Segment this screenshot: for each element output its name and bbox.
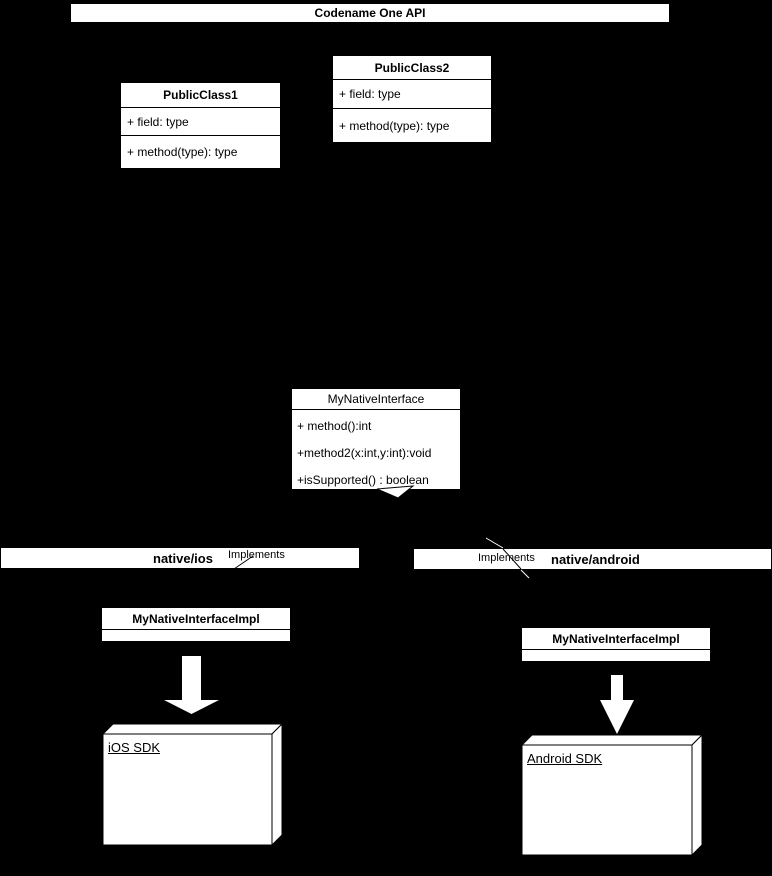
implements-label: Implements <box>478 552 535 564</box>
ios-sdk-label: iOS SDK <box>108 740 161 755</box>
class-title: MyNativeInterfaceImpl <box>522 628 710 650</box>
class-member: +isSupported() : boolean <box>297 473 429 487</box>
android-sdk-label: Android SDK <box>527 751 603 766</box>
empty-compartment <box>522 650 710 661</box>
down-arrow-icon-ios <box>164 656 219 714</box>
class-box-mynativeinterfaceimpl-android: MyNativeInterfaceImpl <box>521 627 711 662</box>
class-title: MyNativeInterfaceImpl <box>102 608 290 630</box>
class-title: PublicClass2 <box>333 56 491 80</box>
class-box-mynativeinterfaceimpl-ios: MyNativeInterfaceImpl <box>101 607 291 642</box>
package-bar-native-ios: native/ios Implements <box>0 547 360 569</box>
class-member: + method():int <box>297 419 372 433</box>
header-title: Codename One API <box>314 6 426 20</box>
class-box-publicclass2: PublicClass2 + field: type + method(type… <box>332 55 492 143</box>
codename-one-api-header: Codename One API <box>70 3 670 23</box>
implements-connector-android-upper <box>485 537 504 549</box>
package-title: native/ios <box>153 551 213 566</box>
class-member: + method(type): type <box>339 118 450 133</box>
class-member: + field: type <box>333 80 491 109</box>
class-title: MyNativeInterface <box>292 389 460 410</box>
down-arrow-icon-android <box>600 675 634 734</box>
implements-label: Implements <box>228 549 285 561</box>
class-member: + field: type <box>121 108 280 136</box>
empty-compartment <box>102 630 290 641</box>
package-bar-native-android: Implements native/android <box>413 548 772 570</box>
class-box-publicclass1: PublicClass1 + field: type + method(type… <box>120 82 281 169</box>
implements-connector-android-lower <box>520 569 530 579</box>
class-box-mynativeinterface: MyNativeInterface + method():int +method… <box>291 388 461 490</box>
class-member: + method(type): type <box>127 145 238 159</box>
class-title: PublicClass1 <box>121 83 280 108</box>
package-title: native/android <box>551 552 640 567</box>
class-member: +method2(x:int,y:int):void <box>297 446 432 460</box>
